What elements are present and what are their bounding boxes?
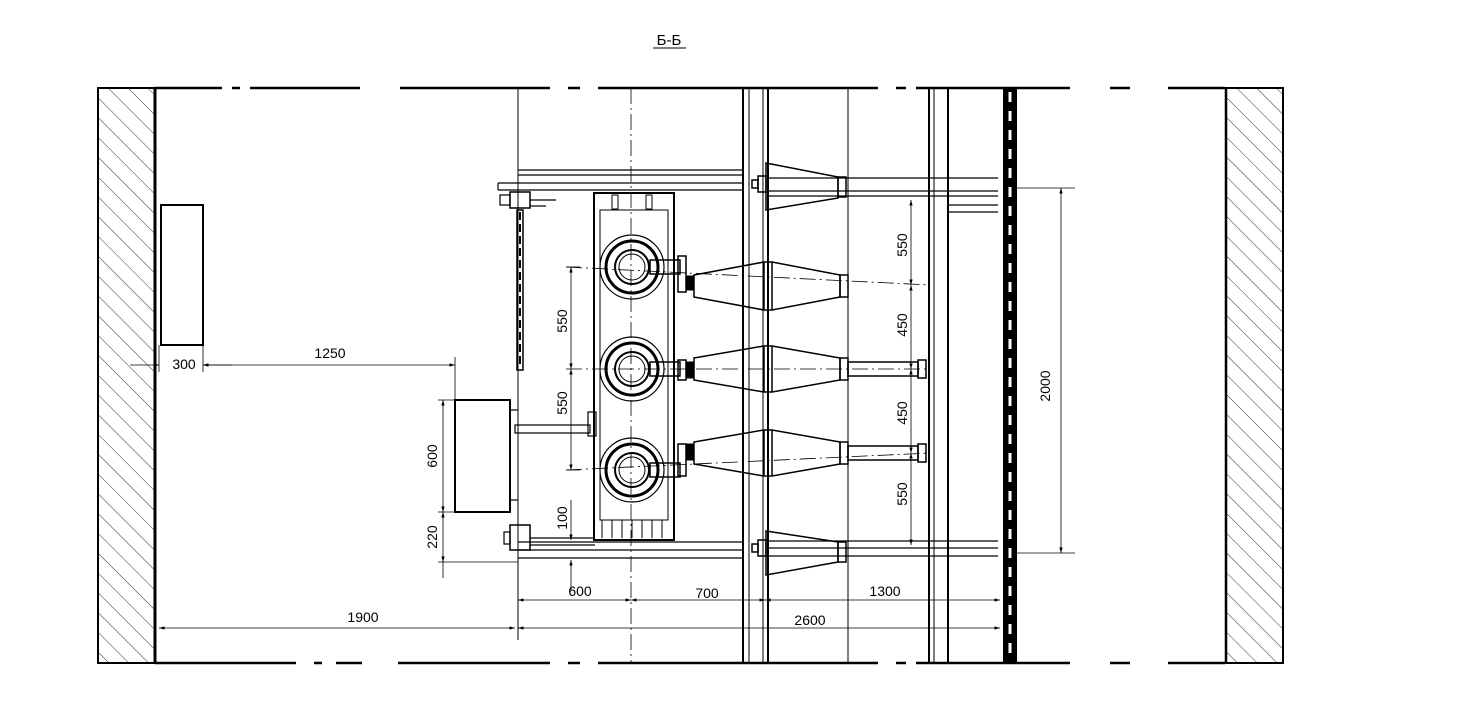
drive-rod <box>499 191 595 551</box>
left-wall <box>97 87 157 664</box>
dim-220: 220 <box>424 525 440 549</box>
dim-550-right-top: 550 <box>894 233 910 257</box>
bushing-top <box>693 261 849 311</box>
dim-2000: 2000 <box>1037 370 1053 401</box>
dimension-lines <box>130 187 1075 640</box>
wall-box <box>160 204 204 346</box>
dim-1300: 1300 <box>869 583 900 599</box>
bushing-frame-top <box>751 162 847 211</box>
bushing-bottom <box>693 429 927 477</box>
dim-100: 100 <box>554 506 570 530</box>
dim-450-right-upper: 450 <box>894 313 910 337</box>
actuator-box <box>454 399 597 513</box>
dim-550-right-bottom: 550 <box>894 482 910 506</box>
cable-partition <box>1003 88 1017 663</box>
dim-550-lower: 550 <box>554 391 570 415</box>
dim-1900: 1900 <box>347 609 378 625</box>
dim-700: 700 <box>695 585 719 601</box>
section-title: Б-Б <box>657 32 682 49</box>
right-wall <box>1224 87 1284 664</box>
dim-600-horizontal: 600 <box>568 583 592 599</box>
phase-axes <box>565 266 931 471</box>
pole-bottom <box>599 437 695 503</box>
dim-300: 300 <box>172 356 196 372</box>
dim-550-upper: 550 <box>554 309 570 333</box>
dim-2600: 2600 <box>794 612 825 628</box>
dim-600-vertical: 600 <box>424 444 440 468</box>
pole-top <box>599 234 695 300</box>
structure-lines <box>517 88 949 663</box>
dim-1250: 1250 <box>314 345 345 361</box>
dim-450-right-lower: 450 <box>894 401 910 425</box>
bushing-frame-bottom <box>751 530 847 576</box>
frame-rails <box>497 169 998 559</box>
